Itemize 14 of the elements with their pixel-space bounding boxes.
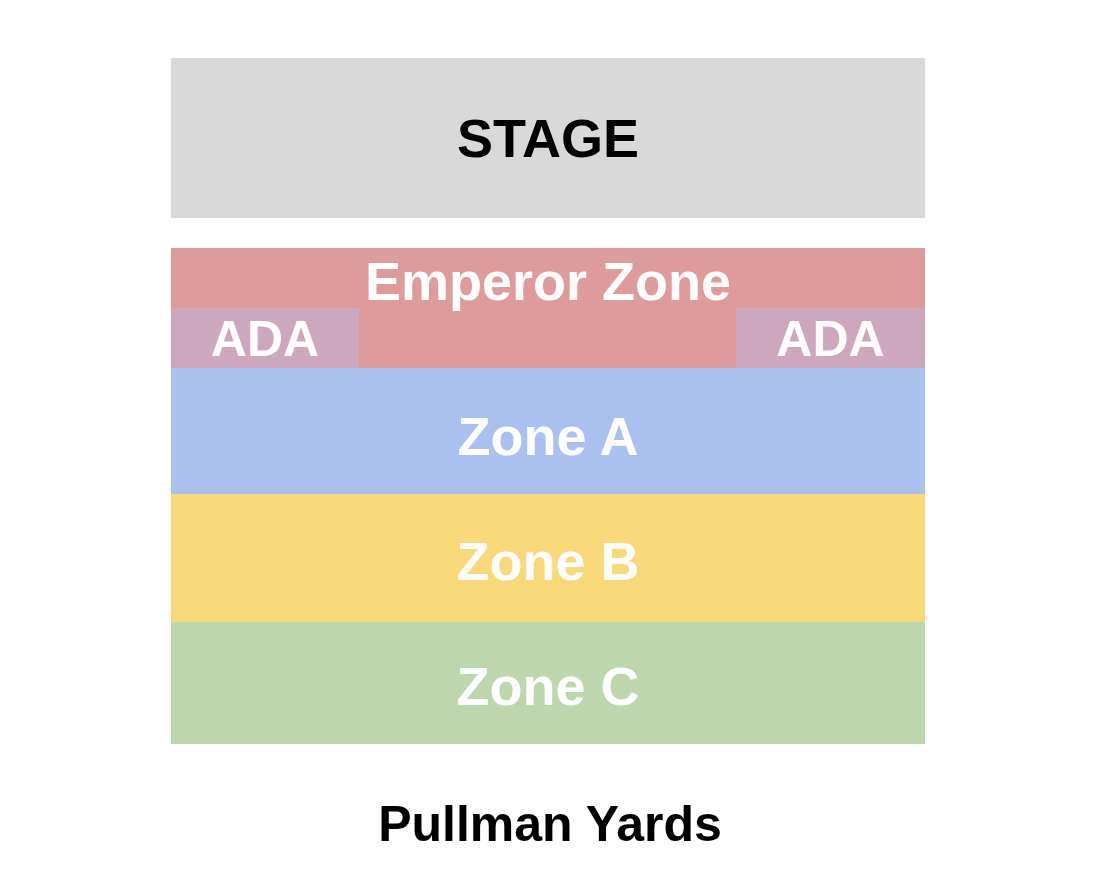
zone-label: Zone B — [456, 534, 640, 588]
accessible-seating-area — [736, 308, 925, 368]
accessible-seating-area — [171, 308, 359, 368]
zone-label: ADA — [776, 314, 885, 364]
zone-label: Zone A — [457, 409, 639, 463]
seating-zone — [171, 622, 925, 744]
venue-caption: Pullman Yards — [377, 795, 723, 853]
zone-label: Zone C — [456, 659, 640, 713]
stage-area — [171, 58, 925, 218]
seating-zone — [171, 248, 925, 368]
zone-label: STAGE — [457, 111, 639, 165]
seating-zone — [171, 494, 925, 622]
seating-zone — [171, 368, 925, 494]
zone-label: ADA — [210, 314, 320, 364]
